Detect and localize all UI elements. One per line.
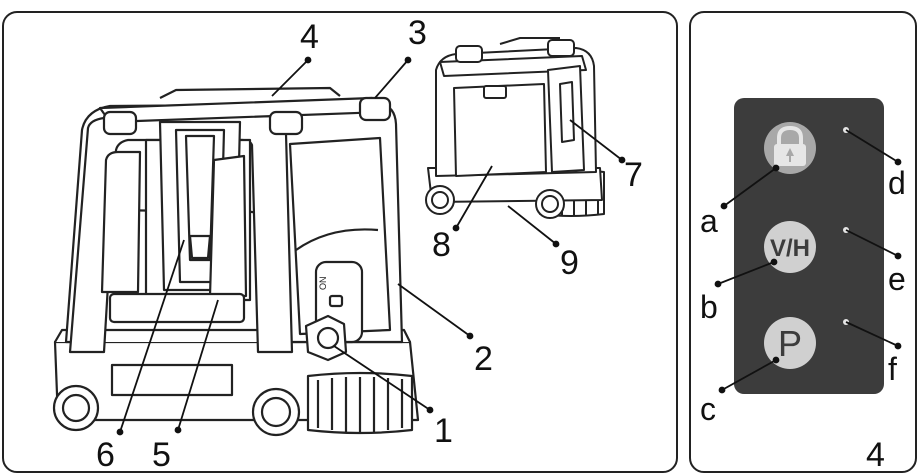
callout-3: 3 bbox=[408, 14, 427, 52]
callout-5: 5 bbox=[152, 436, 171, 474]
p-icon: P bbox=[778, 323, 802, 364]
laser-level-front-view: ON bbox=[52, 86, 420, 437]
right-callouts: a b c d e f bbox=[700, 165, 906, 427]
callout-c: c bbox=[700, 391, 716, 427]
callout-9: 9 bbox=[560, 244, 579, 282]
laser-level-rear-view bbox=[425, 37, 605, 219]
right-panel-frame bbox=[689, 11, 917, 473]
callout-1: 1 bbox=[434, 412, 453, 450]
top-knob-right bbox=[358, 96, 392, 122]
lock-button[interactable] bbox=[764, 122, 816, 174]
laser-window-5 bbox=[108, 292, 246, 324]
figure-number: 4 bbox=[866, 436, 885, 474]
callout-2: 2 bbox=[474, 340, 493, 378]
callout-7: 7 bbox=[624, 156, 643, 194]
battery-cover-8 bbox=[453, 83, 547, 177]
callout-6: 6 bbox=[96, 436, 115, 474]
padlock-icon bbox=[774, 125, 806, 166]
callout-8: 8 bbox=[432, 226, 451, 264]
callout-d: d bbox=[888, 165, 906, 201]
left-callouts: 1 2 3 4 5 6 7 8 9 bbox=[96, 14, 643, 474]
callout-e: e bbox=[888, 261, 906, 297]
callout-f: f bbox=[888, 351, 897, 387]
left-panel-frame bbox=[2, 11, 678, 473]
on-label: ON bbox=[318, 277, 328, 291]
callout-b: b bbox=[700, 289, 718, 325]
callout-4: 4 bbox=[300, 18, 319, 56]
vh-icon: V/H bbox=[770, 235, 810, 262]
p-button[interactable]: P bbox=[764, 317, 816, 369]
right-leader-lines bbox=[714, 129, 902, 394]
base-slot bbox=[110, 363, 234, 397]
vh-button[interactable]: V/H bbox=[764, 221, 816, 273]
left-leader-lines bbox=[116, 56, 626, 436]
callout-a: a bbox=[700, 203, 718, 239]
